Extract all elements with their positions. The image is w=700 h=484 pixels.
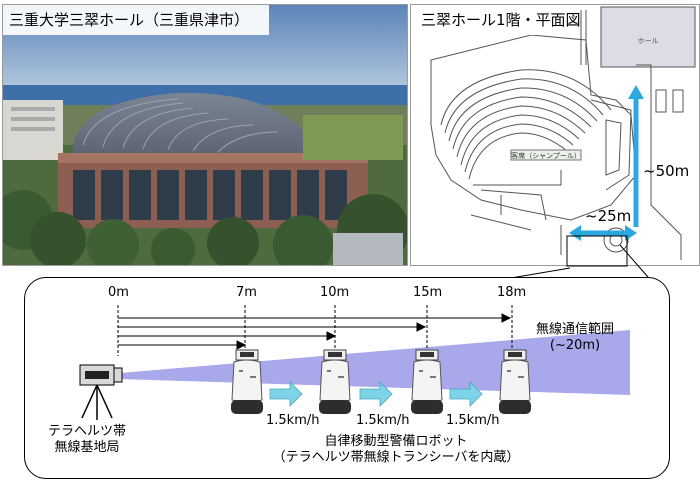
- stage-label: 客席（シャンプール）: [511, 151, 581, 160]
- range-label-line2: (~20m): [549, 338, 601, 354]
- plan-title: 三翠ホール1階・平面図: [411, 5, 581, 35]
- hall-room-label: ホール: [638, 37, 659, 45]
- range-label: 無線通信範囲 (~20m): [536, 322, 614, 355]
- distance-label-10m: 10m: [320, 285, 350, 300]
- photo-title: 三重大学三翠ホール（三重県津市）: [3, 5, 269, 35]
- hall-photo-image: [3, 5, 407, 265]
- robot-icon: [231, 349, 531, 414]
- robot-caption-line2: （テラヘルツ帯無線トランシーバを内蔵）: [272, 450, 520, 466]
- base-station-caption: テラヘルツ帯 無線基地局: [48, 424, 126, 457]
- speed-label: 1.5km/h: [356, 413, 410, 428]
- speed-label: 1.5km/h: [266, 413, 320, 428]
- floor-plan-drawing: 客席（シャンプール） ホール: [430, 6, 696, 260]
- distance-label-0m: 0m: [108, 285, 129, 300]
- distance-label-18m: 18m: [497, 285, 527, 300]
- base-station-line1: テラヘルツ帯: [48, 424, 127, 439]
- distance-label-15m: 15m: [413, 285, 443, 300]
- distance-label-7m: 7m: [236, 285, 257, 300]
- motion-arrow-icon: [269, 381, 483, 407]
- length-label: ~50m: [643, 162, 690, 180]
- hall-photo: 三重大学三翠ホール（三重県津市）: [2, 4, 408, 266]
- robot-caption: 自律移動型警備ロボット （テラヘルツ帯無線トランシーバを内蔵）: [246, 434, 546, 467]
- speed-label: 1.5km/h: [446, 413, 500, 428]
- robot-caption-line1: 自律移動型警備ロボット: [324, 434, 468, 449]
- width-label: ~25m: [585, 207, 632, 225]
- base-station-icon: [79, 364, 123, 420]
- base-station-line2: 無線基地局: [54, 440, 120, 456]
- range-label-line1: 無線通信範囲: [536, 322, 615, 337]
- floor-plan: 客席（シャンプール） ホール 三翠ホール1階・平面図 ~50m ~25m: [410, 4, 700, 266]
